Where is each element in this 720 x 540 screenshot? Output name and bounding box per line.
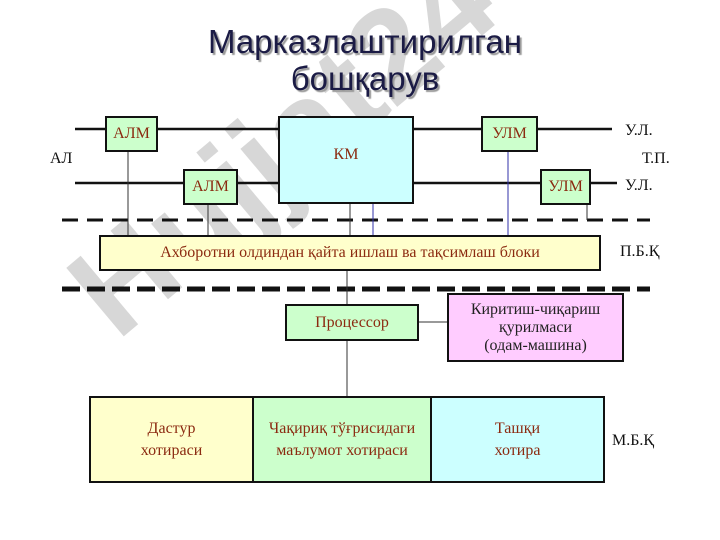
memory-line: маълумот хотираси bbox=[276, 441, 408, 459]
memory-line: хотира bbox=[494, 441, 541, 459]
km-box: КМ bbox=[278, 116, 414, 204]
ulm-box-2: УЛМ bbox=[540, 169, 591, 205]
label-ul-bottom: У.Л. bbox=[625, 177, 653, 194]
ulm-box-1: УЛМ bbox=[481, 116, 538, 152]
program-memory-box: Дастур хотираси bbox=[89, 396, 254, 483]
memory-line: Ташқи bbox=[494, 419, 541, 437]
alm-box-1: АЛМ bbox=[105, 116, 158, 152]
label-pbq: П.Б.Қ bbox=[620, 243, 660, 260]
memory-line: Дастур bbox=[147, 419, 196, 437]
label-tp: Т.П. bbox=[642, 150, 670, 167]
external-memory-box: Ташқи хотира bbox=[430, 396, 605, 483]
slide-title-line1: Марказлаштирилган bbox=[207, 23, 523, 60]
memory-line: хотираси bbox=[140, 441, 203, 459]
io-line3: (одам-машина) bbox=[484, 336, 587, 354]
processor-box: Процессор bbox=[285, 304, 419, 341]
io-device-box: Киритиш-чиқариш қурилмаси (одам-машина) bbox=[447, 293, 624, 362]
slide-title-line2: бошқарув bbox=[290, 60, 440, 97]
io-line1: Киритиш-чиқариш bbox=[470, 300, 601, 318]
io-line2: қурилмаси bbox=[498, 318, 573, 336]
label-ul-top: У.Л. bbox=[625, 122, 653, 139]
label-mbq: М.Б.Қ bbox=[612, 432, 655, 449]
call-data-memory-box: Чақириқ тўғрисидаги маълумот хотираси bbox=[252, 396, 432, 483]
alm-box-2: АЛМ bbox=[183, 169, 238, 205]
label-al: АЛ bbox=[50, 150, 73, 167]
preprocess-block: Ахборотни олдиндан қайта ишлаш ва тақсим… bbox=[99, 235, 601, 271]
memory-line: Чақириқ тўғрисидаги bbox=[268, 419, 416, 437]
